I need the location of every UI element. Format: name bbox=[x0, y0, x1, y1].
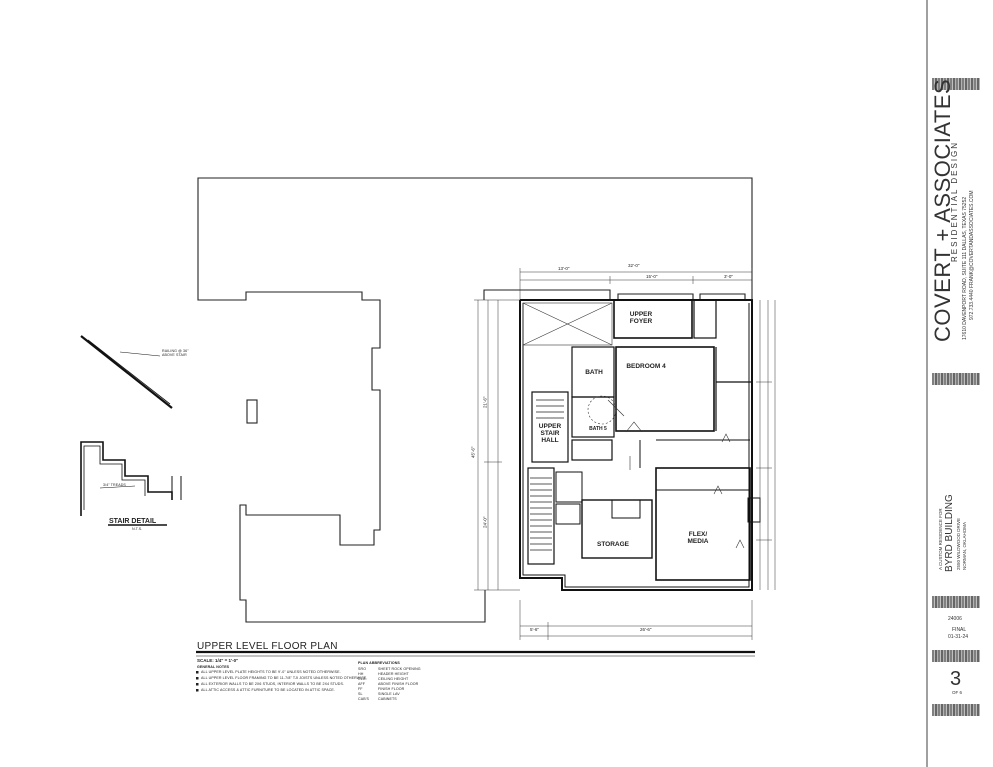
abbr-code-2: HH bbox=[358, 672, 364, 676]
general-notes-bullets bbox=[196, 671, 199, 692]
abbreviations-title: PLAN ABBREVIATIONS bbox=[358, 661, 400, 665]
general-note-1: ALL UPPER LEVEL PLATE HEIGHTS TO BE 9'-0… bbox=[201, 670, 341, 674]
project-name: BYRD BUILDING bbox=[944, 494, 955, 572]
dim-top-c: 3'-0" bbox=[724, 274, 733, 279]
title-block: COVERT + ASSOCIATES RESIDENTIAL DESIGN 1… bbox=[920, 0, 993, 767]
dim-bottom-b: 26'-6" bbox=[640, 627, 652, 632]
abbr-7: CABINETS bbox=[378, 697, 397, 701]
abbr-code-6: SL bbox=[358, 692, 363, 696]
dim-bottom-a: 5'-6" bbox=[530, 627, 539, 632]
room-upper-foyer: UPPER FOYER bbox=[629, 311, 653, 325]
firm-stamp-middle bbox=[932, 373, 980, 385]
project-intro: A CUSTOM RESIDENCE FOR bbox=[938, 508, 943, 570]
abbr-code-4: AFF bbox=[358, 682, 366, 686]
title-underlines bbox=[108, 0, 928, 767]
stair-detail-drawing bbox=[80, 335, 182, 516]
sheet-stamp-bottom bbox=[932, 704, 980, 716]
abbr-code-3: CLG. bbox=[358, 677, 367, 681]
stair-detail-title: STAIR DETAIL bbox=[109, 518, 157, 525]
stair-detail-scale: N.T.S. bbox=[132, 527, 143, 531]
abbr-2: HEADER HEIGHT bbox=[378, 672, 409, 676]
abbr-4: ABOVE FINISH FLOOR bbox=[378, 682, 419, 686]
stair-detail-note-railing: RAILING @ 36" ABOVE STAIR bbox=[162, 349, 189, 358]
room-bath-2: BATH 5 bbox=[589, 426, 607, 432]
sheet-number: 3 bbox=[950, 668, 962, 690]
project-address: 2550 WILDWOOD DRIVE bbox=[956, 517, 961, 570]
dim-top-b: 15'-0" bbox=[646, 274, 658, 279]
general-notes-title: GENERAL NOTES bbox=[197, 665, 230, 669]
plan-title: UPPER LEVEL FLOOR PLAN bbox=[197, 641, 338, 652]
room-bath: BATH bbox=[585, 369, 603, 376]
abbr-6: SINGLE LAV bbox=[378, 692, 400, 696]
general-note-3: ALL EXTERIOR WALLS TO BE 2X6 STUDS, INTE… bbox=[201, 682, 345, 686]
project-city: NORMAN, OKLAHOMA bbox=[962, 521, 967, 570]
abbr-code-5: FF bbox=[358, 687, 363, 691]
dim-left-a: 21'-6" bbox=[482, 396, 488, 408]
drawing-status: FINAL bbox=[952, 627, 967, 633]
general-note-4: ALL ATTIC ACCESS & ATTIC FURNITURE TO BE… bbox=[201, 688, 335, 692]
open-to-below-x bbox=[522, 302, 745, 549]
abbr-code-1: SRO bbox=[358, 667, 367, 671]
stair-detail-note-treads: 3/4" TREADS bbox=[103, 483, 126, 487]
general-note-2: ALL UPPER LEVEL FLOOR FRAMING TO BE 11-7… bbox=[201, 676, 368, 680]
sheet-of: OF 6 bbox=[952, 690, 963, 695]
stair-treads bbox=[530, 399, 564, 551]
abbr-3: CEILING HEIGHT bbox=[378, 677, 409, 681]
project-stamp bbox=[932, 596, 980, 608]
plan-scale: SCALE: 1/4" = 1'-0" bbox=[197, 658, 239, 663]
firm-subtitle: RESIDENTIAL DESIGN bbox=[950, 140, 959, 262]
firm-stamp-top bbox=[932, 78, 980, 90]
room-bedroom: BEDROOM 4 bbox=[626, 363, 666, 370]
lower-level-outline bbox=[197, 177, 753, 623]
upper-level-plan bbox=[519, 299, 761, 591]
dim-left-overall: 45'-6" bbox=[470, 446, 476, 458]
abbr-code-7: CAB'S bbox=[358, 697, 369, 701]
abbr-1: SHEET ROCK OPENING bbox=[378, 667, 421, 671]
room-flex-media: FLEX/ MEDIA bbox=[687, 531, 709, 545]
room-storage: STORAGE bbox=[596, 541, 630, 548]
firm-address: 17610 DAVENPORT ROAD, SUITE 111 DALLAS, … bbox=[962, 196, 968, 340]
dim-left-b: 24'-0" bbox=[482, 516, 488, 528]
dim-top-a: 13'-0" bbox=[558, 266, 570, 271]
room-upper-stair-hall: UPPER STAIR HALL bbox=[538, 423, 562, 444]
dim-overall: 32'-0" bbox=[628, 263, 640, 268]
drawing-date: 01-31-24 bbox=[948, 634, 969, 640]
firm-contact: 972.733.4440 FRANK@COVERTANDASSOCIATES.C… bbox=[969, 190, 975, 320]
dimension-strings bbox=[474, 268, 776, 640]
job-number: 24006 bbox=[948, 616, 962, 622]
sheet-stamp-top bbox=[932, 650, 980, 662]
abbr-5: FINISH FLOOR bbox=[378, 687, 405, 691]
